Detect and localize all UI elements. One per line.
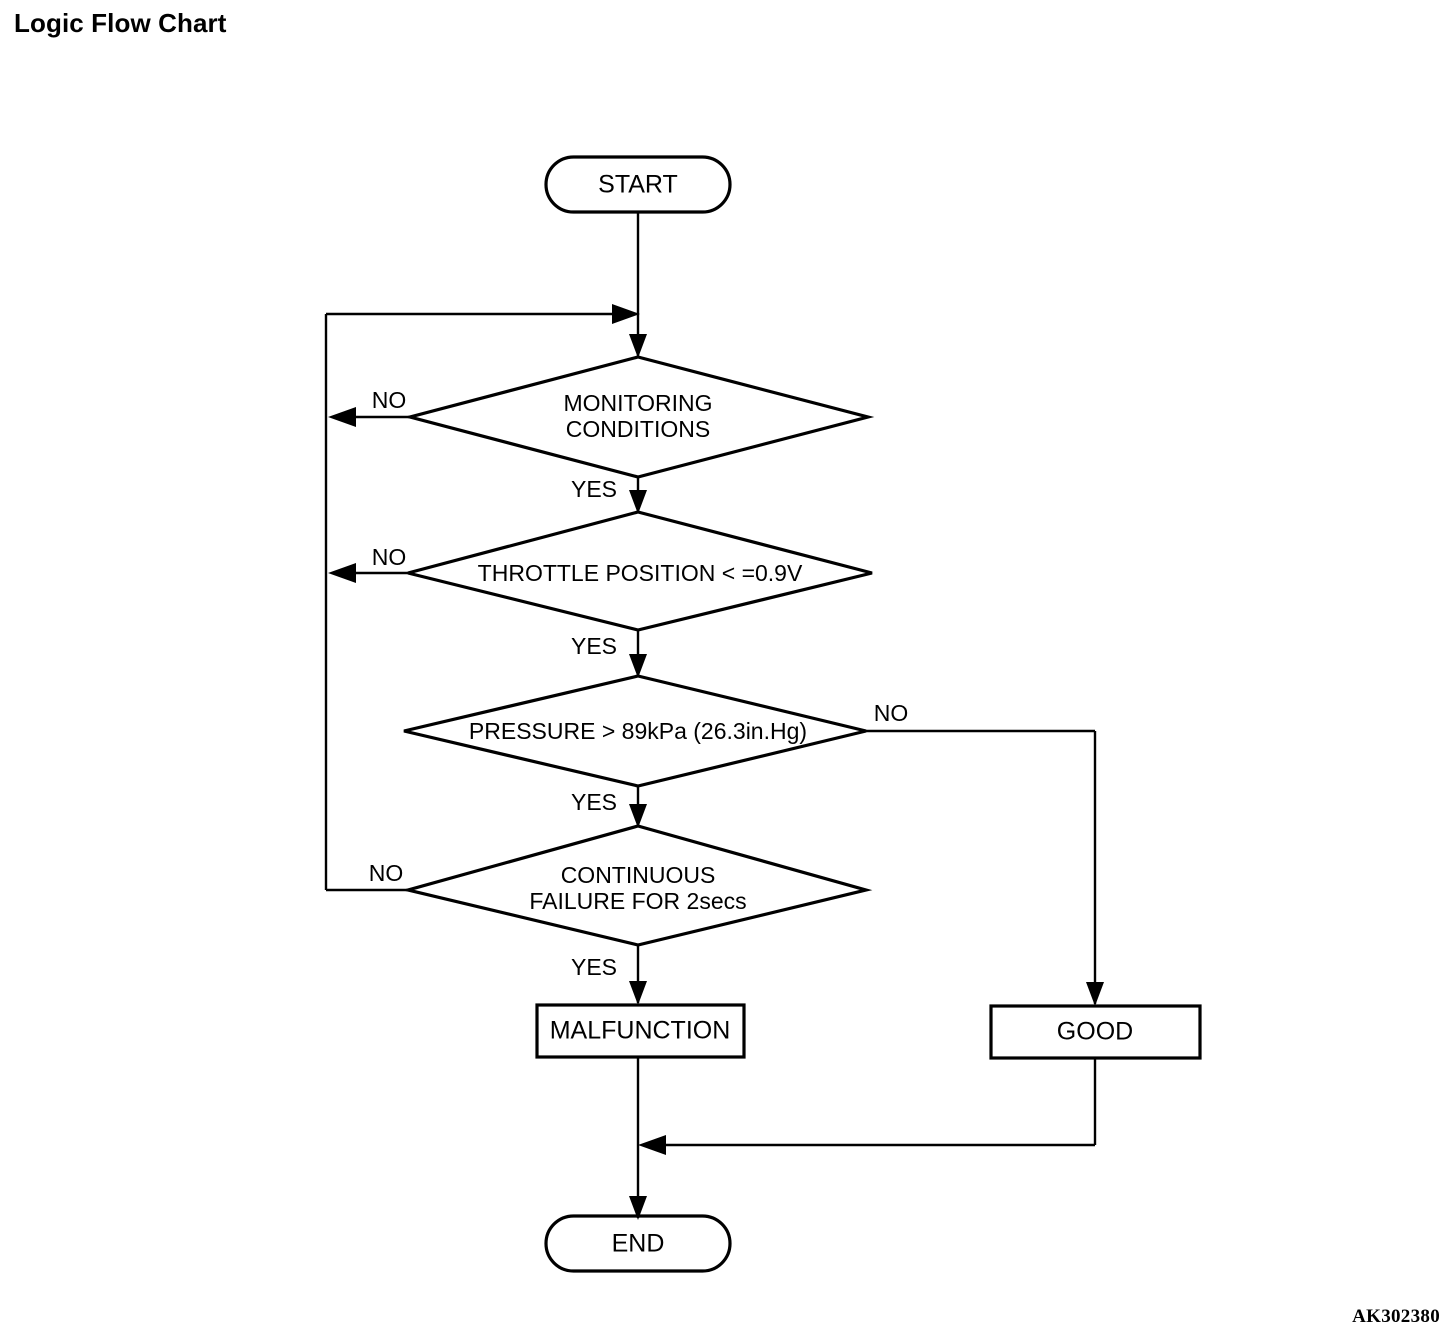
branch-label-pressure-no: NO [874,700,909,726]
arrowhead-into-throttle [629,490,647,514]
arrowhead-into-malfunction [629,981,647,1005]
page-title: Logic Flow Chart [14,8,227,38]
arrowhead-into-monitoring [629,334,647,358]
figure-code: AK302380 [1352,1306,1440,1327]
node-continuous-failure[interactable] [401,824,873,947]
node-pressure[interactable] [403,674,867,788]
arrowhead-throttle-no [328,563,356,583]
node-end[interactable] [544,1214,732,1273]
arrowhead-into-end [629,1196,647,1220]
node-monitoring-label-line2: CONDITIONS [566,416,710,442]
branch-label-continuous-yes: YES [571,954,617,980]
node-malfunction[interactable] [535,1003,746,1059]
arrowhead-into-good [1086,982,1104,1006]
branch-label-pressure-yes: YES [571,789,617,815]
node-end-label: END [612,1230,665,1258]
node-good[interactable] [989,1004,1202,1060]
branch-label-continuous-no: NO [369,860,404,886]
node-pressure-label: PRESSURE > 89kPa (26.3in.Hg) [469,718,807,744]
arrowhead-good-merge [638,1135,666,1155]
arrowhead-into-pressure [629,654,647,678]
node-good-label: GOOD [1057,1018,1133,1046]
arrowhead-monitoring-no [328,407,356,427]
arrowhead-loop-back-rejoin [612,304,640,324]
node-throttle-position[interactable] [407,510,873,632]
node-continuous-label-line1: CONTINUOUS [561,862,716,888]
branch-label-throttle-no: NO [372,544,407,570]
node-malfunction-label: MALFUNCTION [550,1017,731,1045]
arrowhead-into-continuous [629,804,647,828]
branch-label-throttle-yes: YES [571,633,617,659]
node-start-label: START [598,171,678,199]
branch-label-monitoring-no: NO [372,387,407,413]
node-monitoring-conditions[interactable] [403,355,875,479]
node-throttle-label: THROTTLE POSITION < =0.9V [478,560,803,586]
node-monitoring-label-line1: MONITORING [563,390,712,416]
node-start[interactable] [544,155,732,214]
node-continuous-label-line2: FAILURE FOR 2secs [529,888,746,914]
branch-label-monitoring-yes: YES [571,476,617,502]
